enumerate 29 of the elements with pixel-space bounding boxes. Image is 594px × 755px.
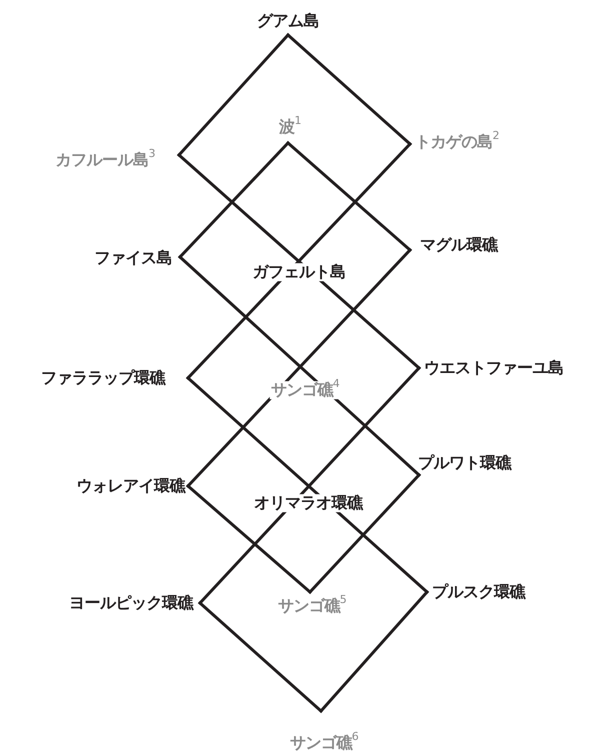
island-label: トカゲの島$^{2}$ [415, 133, 499, 151]
place-label: ガフェルト島 [252, 263, 346, 281]
connector-line [198, 602, 322, 712]
island-label: カフルール島$^{3}$ [56, 151, 155, 169]
island-label: サンゴ礁$^{6}$ [290, 734, 358, 752]
connector-line [286, 34, 412, 146]
connector-line [320, 590, 428, 712]
connector-line [186, 484, 312, 594]
place-label: サンゴ礁$^{4}$ [270, 381, 340, 399]
connector-line [198, 366, 420, 604]
island-label: ファララップ環礁 [41, 369, 165, 387]
island-label: ヨールピック環礁 [69, 594, 193, 612]
island-label: 波$^{1}$ [279, 118, 301, 136]
place-label: オリマラオ環礁 [252, 494, 364, 512]
connector-line [178, 154, 420, 370]
island-label: プルスク環礁 [432, 583, 525, 601]
connector-line [286, 142, 412, 252]
island-label: ファイス島 [94, 249, 172, 267]
island-label: プルワト環礁 [418, 454, 511, 472]
connector-line [186, 376, 428, 594]
island-label: ウエストファーユ島 [424, 359, 564, 377]
connector-line [186, 142, 412, 380]
island-label: ウォレアイ環礁 [76, 477, 185, 495]
connector-line [178, 142, 290, 258]
island-label: グアム島 [257, 12, 319, 30]
island-label: マグル環礁 [420, 236, 498, 254]
island-label: サンゴ礁$^{5}$ [278, 597, 346, 615]
connector-line [178, 34, 290, 156]
connector-line [308, 474, 420, 594]
